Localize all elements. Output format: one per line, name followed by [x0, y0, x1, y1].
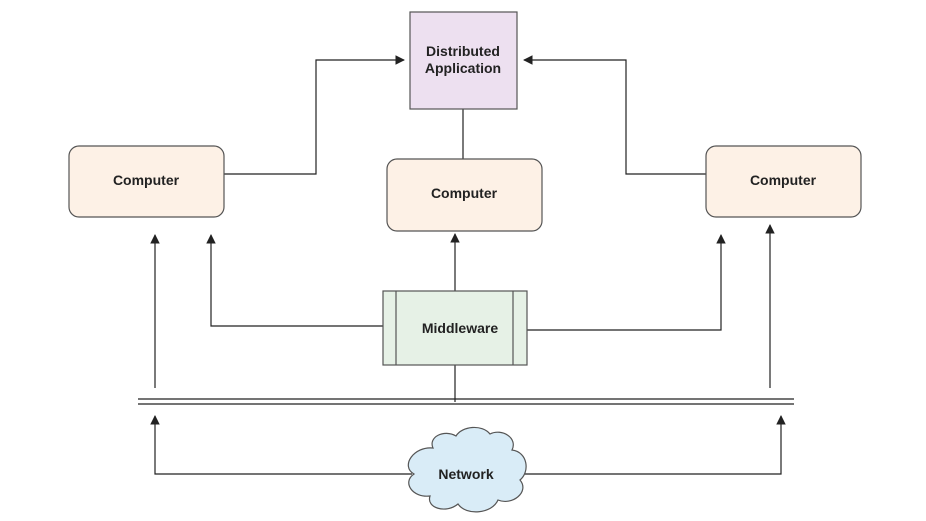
edge-middleware-to-right-computer — [527, 234, 726, 331]
computer-node-left: Computer — [68, 145, 225, 218]
cloud-icon — [407, 426, 527, 513]
network-label: Network — [438, 466, 493, 482]
distributed-application-label-line1: Distributed — [426, 43, 500, 59]
network-bus — [138, 398, 794, 405]
edge-right-computer-to-app — [523, 55, 706, 175]
edge-middleware-to-left-computer — [206, 234, 383, 327]
computer-node-right: Computer — [705, 145, 862, 218]
computer-node-center: Computer — [386, 158, 543, 232]
edge-network-to-bus-right — [522, 415, 786, 475]
network-cloud-node: Network — [407, 426, 527, 513]
middleware-node: Middleware — [382, 290, 528, 366]
computer-right-label: Computer — [750, 172, 817, 188]
computer-left-label: Computer — [113, 172, 180, 188]
edge-left-computer-to-app — [224, 55, 405, 175]
edge-network-to-bus-left — [150, 415, 412, 475]
connectors — [150, 55, 786, 475]
distributed-application-node: Distributed Application — [409, 11, 518, 110]
middleware-label: Middleware — [422, 320, 498, 336]
distributed-application-label-line2: Application — [425, 60, 501, 76]
computer-center-label: Computer — [431, 185, 498, 201]
